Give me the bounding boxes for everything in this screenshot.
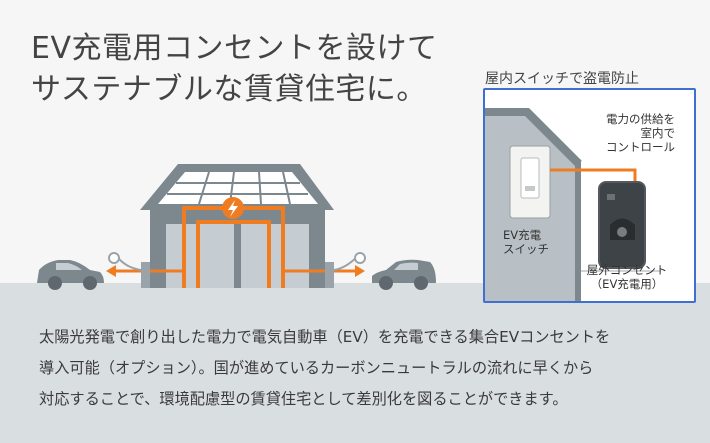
headline-line-1: EV充電用コンセントを設けて: [31, 31, 438, 66]
ev-charger-right-icon: [325, 252, 366, 288]
inset-panel: 電力の供給を 室内で コントロール EV充電 スイッチ 屋外コンセント （EV充…: [483, 88, 696, 303]
description-line-2: 導入可能（オプション）。国が進めているカーボンニュートラルの流れに早くから: [39, 359, 594, 377]
label-power-line-3: コントロール: [606, 140, 675, 154]
headline: EV充電用コンセントを設けて サステナブルな賃貸住宅に。: [31, 28, 437, 110]
lightning-icon: [222, 197, 244, 219]
car-right-icon: [372, 259, 436, 290]
arrow-left-icon: [106, 265, 116, 277]
ground-band: [0, 283, 710, 443]
description-line-1: 太陽光発電で創り出した電力で電気自動車（EV）を充電できる集合EVコンセントを: [39, 328, 611, 346]
description-text: 太陽光発電で創り出した電力で電気自動車（EV）を充電できる集合EVコンセントを …: [39, 322, 689, 415]
outdoor-outlet-icon: [598, 181, 646, 269]
label-power-control: 電力の供給を 室内で コントロール: [589, 112, 675, 154]
apartment-building: [140, 164, 334, 288]
label-ev-switch: EV充電 スイッチ: [503, 228, 549, 256]
solar-panel: [158, 171, 318, 205]
label-power-line-2: 室内で: [640, 126, 676, 140]
inset-illustration: [485, 108, 661, 301]
label-switch-line-2: スイッチ: [503, 242, 549, 256]
ev-charger-left-icon: [108, 252, 150, 288]
label-outlet-line-2: （EV充電用）: [590, 277, 664, 291]
ev-switch-icon: [509, 145, 551, 219]
headline-line-2: サステナブルな賃貸住宅に。: [31, 72, 427, 107]
label-switch-line-1: EV充電: [503, 228, 542, 242]
label-power-line-1: 電力の供給を: [606, 112, 675, 126]
description-line-3: 対応することで、環境配慮型の賃貸住宅として差別化を図ることができます。: [39, 390, 568, 408]
arrow-right-icon: [355, 265, 365, 277]
label-outlet-line-1: 屋外コンセント: [586, 263, 668, 277]
label-outdoor-outlet: 屋外コンセント （EV充電用）: [577, 263, 677, 291]
car-left-icon: [37, 260, 104, 290]
inset-title: 屋内スイッチで盗電防止: [485, 71, 639, 87]
